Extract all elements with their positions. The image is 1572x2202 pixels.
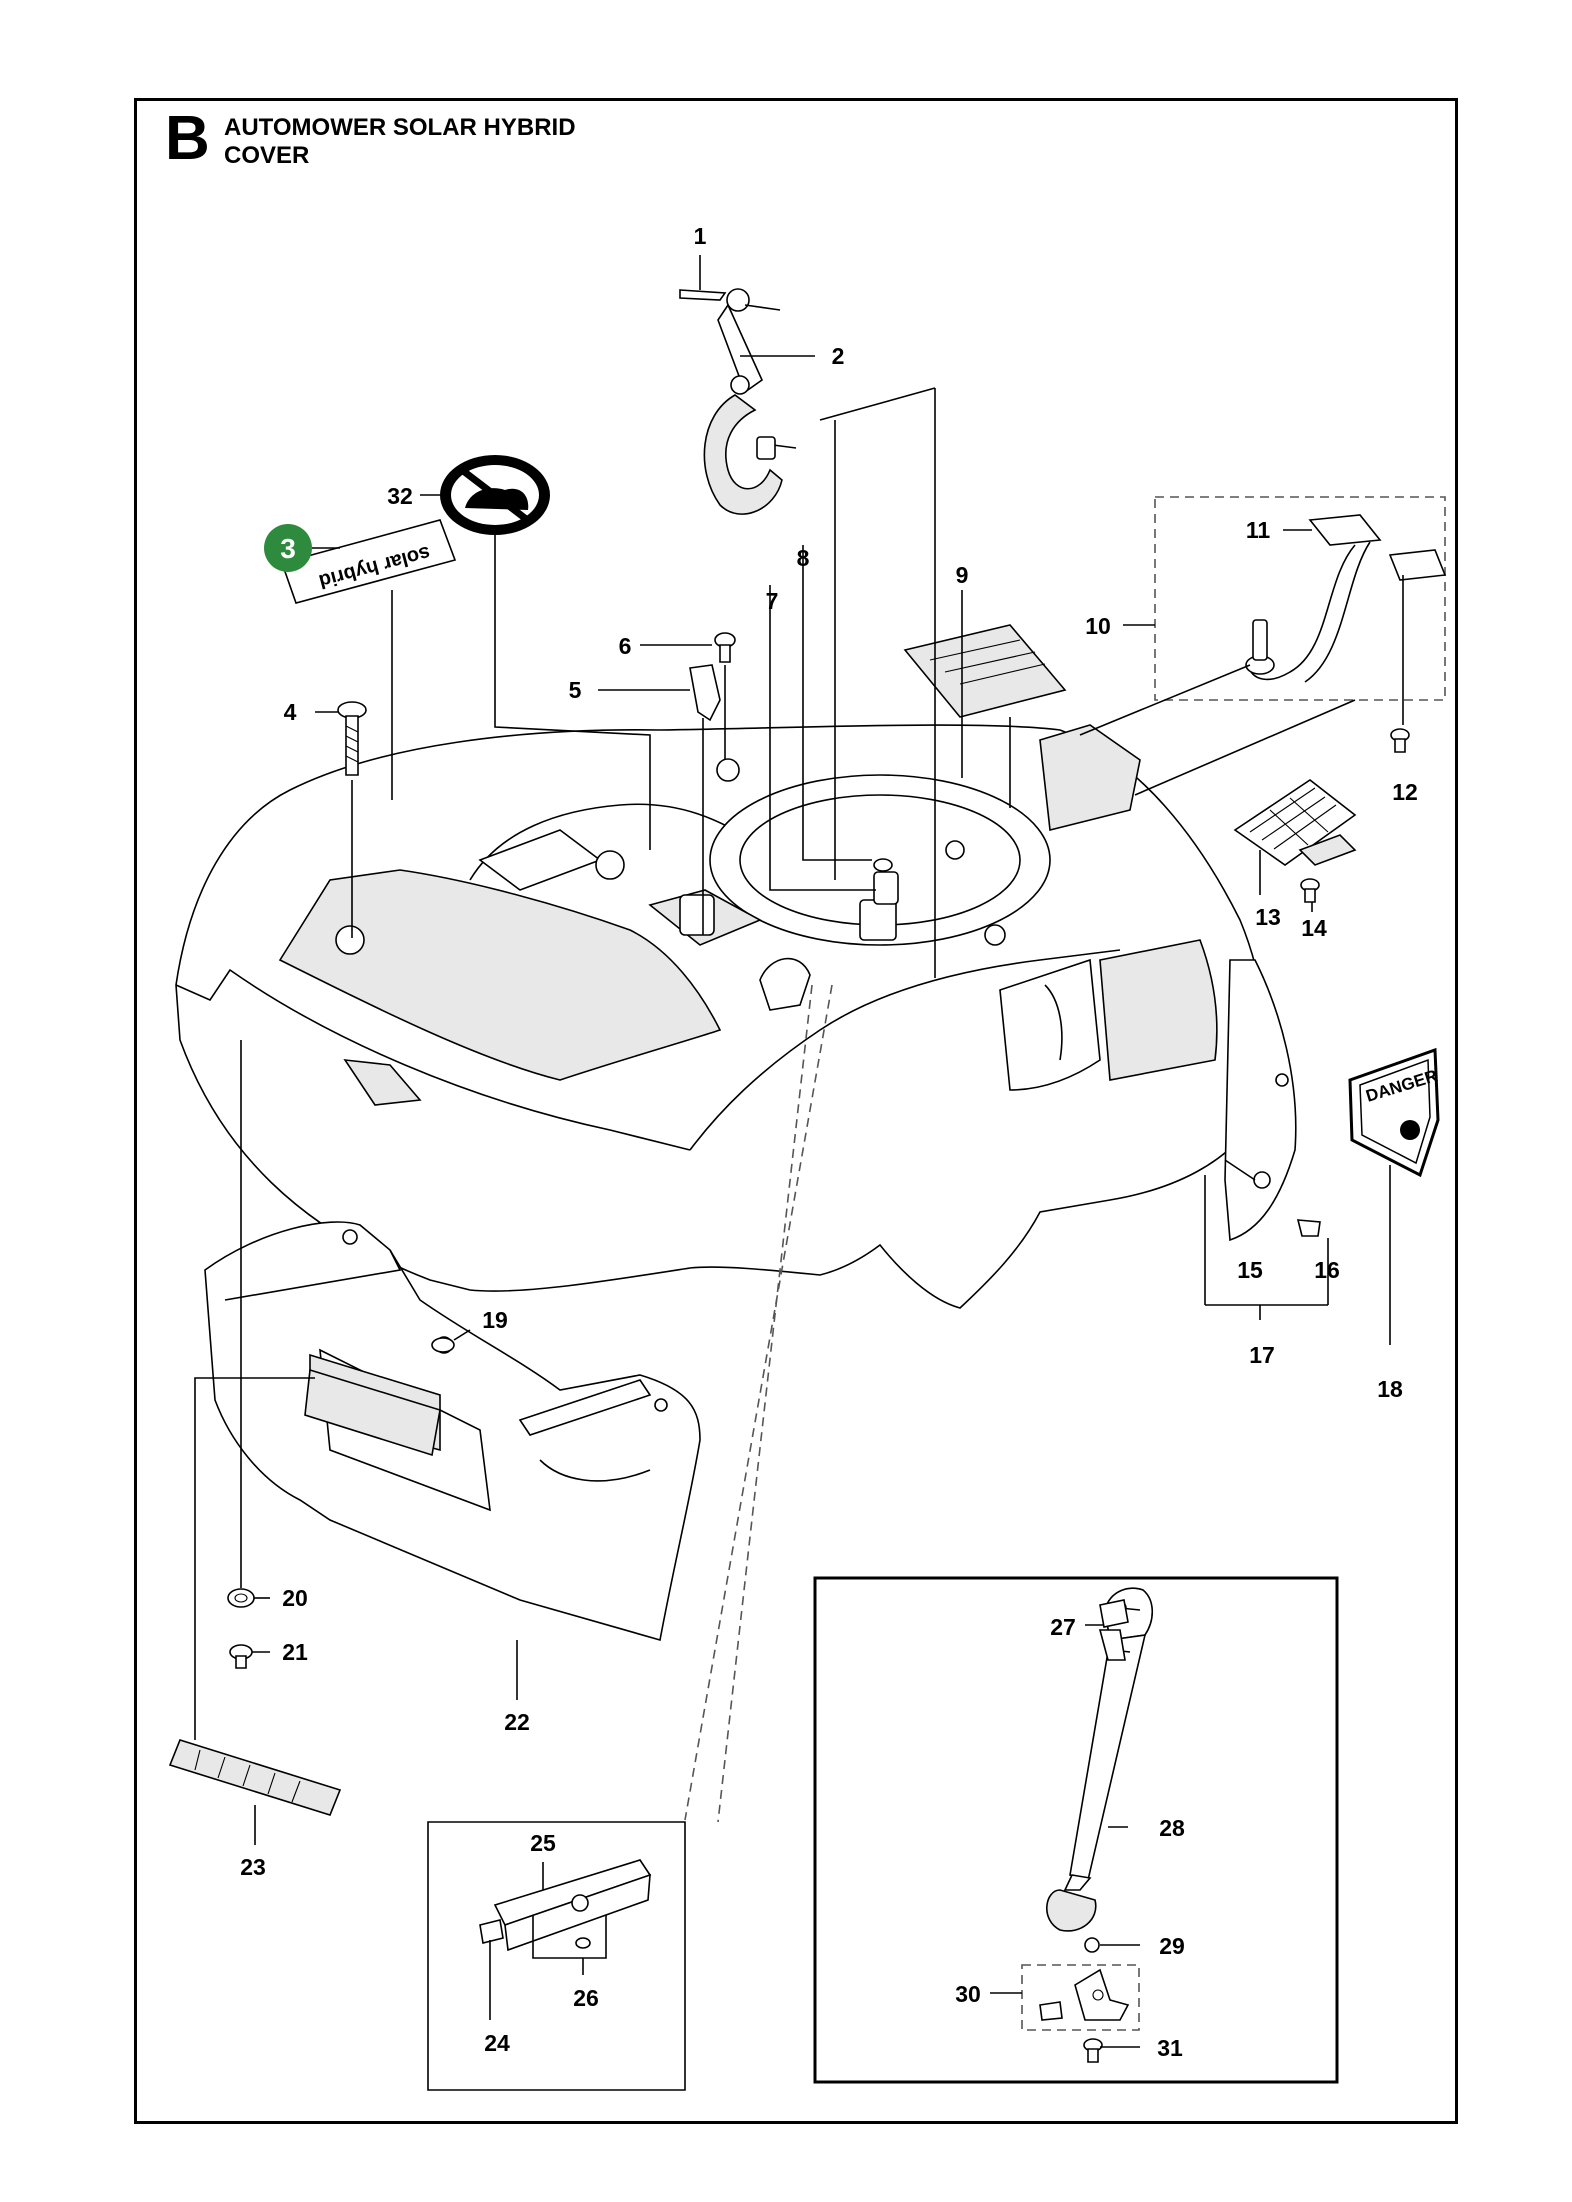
callout-labels: 1 2 4 5 6 7 8 9 10 11 12 13 14 15 16 17 … bbox=[240, 223, 1418, 2061]
vent-cover-13 bbox=[1233, 779, 1357, 866]
callout-16: 16 bbox=[1314, 1257, 1340, 1283]
callout-8: 8 bbox=[797, 545, 810, 571]
callout-31: 31 bbox=[1157, 2035, 1183, 2061]
callout-25: 25 bbox=[530, 1830, 556, 1856]
callout-11: 11 bbox=[1246, 517, 1271, 543]
callout-20: 20 bbox=[282, 1585, 308, 1611]
callout-27: 27 bbox=[1050, 1614, 1076, 1640]
callout-28: 28 bbox=[1159, 1815, 1185, 1841]
main-cover bbox=[175, 724, 1297, 1309]
callout-23: 23 bbox=[240, 1854, 266, 1880]
highlight-circle bbox=[264, 524, 312, 572]
decal-32-prohibition bbox=[440, 455, 550, 535]
section-letter: B bbox=[165, 104, 210, 173]
callout-22: 22 bbox=[504, 1709, 530, 1735]
handle-assembly bbox=[679, 288, 797, 515]
callout-14: 14 bbox=[1301, 915, 1327, 941]
diagram-title-line1: AUTOMOWER SOLAR HYBRID bbox=[224, 114, 576, 141]
decal-18-danger: DANGER bbox=[1348, 1047, 1440, 1178]
callout-21: 21 bbox=[282, 1639, 308, 1665]
callout-32: 32 bbox=[387, 483, 413, 509]
decal-3-solar-hybrid: solar hybrid 3 bbox=[264, 519, 457, 604]
callout-15: 15 bbox=[1237, 1257, 1263, 1283]
callout-5: 5 bbox=[569, 677, 582, 703]
callout-7: 7 bbox=[766, 588, 779, 614]
callout-26: 26 bbox=[573, 1985, 599, 2011]
leader-lines bbox=[194, 255, 1404, 2048]
bracket-assembly-10 bbox=[1154, 496, 1447, 701]
bumper-decal bbox=[304, 1368, 441, 1457]
small-parts bbox=[227, 632, 1410, 1669]
callout-10: 10 bbox=[1085, 613, 1111, 639]
callout-1: 1 bbox=[694, 223, 707, 249]
callout-18: 18 bbox=[1377, 1376, 1403, 1402]
callout-24: 24 bbox=[484, 2030, 510, 2056]
callout-2: 2 bbox=[832, 343, 845, 369]
callout-6: 6 bbox=[619, 633, 632, 659]
callout-19: 19 bbox=[482, 1307, 508, 1333]
decal-9 bbox=[903, 624, 1067, 718]
callout-12: 12 bbox=[1392, 779, 1418, 805]
callout-29: 29 bbox=[1159, 1933, 1185, 1959]
callout-30: 30 bbox=[955, 1981, 981, 2007]
diagram-title-line2: COVER bbox=[224, 142, 310, 169]
diagram-frame bbox=[134, 98, 1458, 2124]
detail-box-gas-strut bbox=[813, 1576, 1339, 2084]
callout-4: 4 bbox=[284, 699, 297, 725]
detail-box-hinge bbox=[427, 1821, 686, 2091]
callout-9: 9 bbox=[956, 562, 969, 588]
callout-13: 13 bbox=[1255, 904, 1281, 930]
decal-23-warning-strip bbox=[168, 1739, 342, 1816]
highlight-number: 3 bbox=[280, 533, 296, 564]
callout-17: 17 bbox=[1249, 1342, 1275, 1368]
